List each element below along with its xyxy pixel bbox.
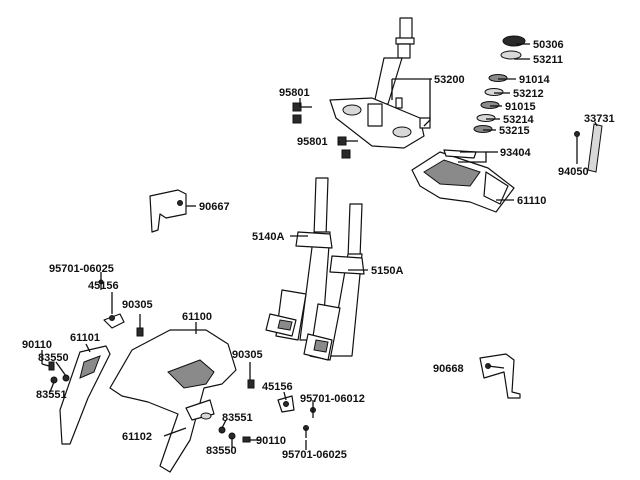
clip-93404 (443, 149, 477, 159)
label-5150A: 5150A (371, 265, 403, 277)
label-91015: 91015 (505, 101, 536, 113)
front-fender (109, 329, 237, 473)
label-95801-lower: 95801 (297, 136, 328, 148)
side-cover (59, 345, 111, 445)
bolt-95801-lower (337, 136, 358, 159)
label-95701-06025-top: 95701-06025 (49, 263, 114, 275)
label-95801-upper: 95801 (279, 87, 310, 99)
label-61102: 61102 (122, 431, 152, 443)
label-53214: 53214 (503, 114, 534, 126)
label-45156-top: 45156 (88, 280, 119, 292)
bolt-95801-upper (292, 102, 312, 124)
label-83551-right: 83551 (222, 412, 253, 424)
pin-94050 (574, 131, 580, 160)
rubber-33731 (587, 123, 603, 173)
label-61101: 61101 (70, 332, 100, 344)
fastener-90305-top (136, 327, 144, 337)
fastener-90305-right (247, 379, 255, 389)
label-45156-right: 45156 (262, 381, 293, 393)
fork-leg-right (303, 203, 365, 361)
steering-cover (411, 151, 515, 213)
label-90110-right: 90110 (256, 435, 286, 447)
fastener-95701-bottom (303, 425, 309, 438)
bracket-90668 (479, 353, 521, 399)
label-61100: 61100 (182, 311, 212, 323)
leader-lines (41, 43, 598, 450)
fastener-90110-right (242, 436, 251, 443)
label-83551-left: 83551 (36, 389, 67, 401)
bearing-stack (473, 35, 526, 133)
bracket-90667 (149, 189, 187, 233)
label-83550-left: 83550 (38, 352, 69, 364)
steering-stem (329, 17, 431, 149)
label-90667: 90667 (199, 201, 230, 213)
label-53211: 53211 (533, 54, 563, 66)
label-91014: 91014 (519, 74, 550, 86)
label-83550-right: 83550 (206, 445, 237, 457)
fastener-45156-top (103, 313, 125, 329)
label-90305-top: 90305 (122, 299, 153, 311)
label-61110: 61110 (517, 195, 546, 207)
label-90305-right: 90305 (232, 349, 263, 361)
label-53212: 53212 (513, 88, 544, 100)
label-93404: 93404 (500, 147, 531, 159)
label-5140A: 5140A (252, 231, 284, 243)
label-90668: 90668 (433, 363, 464, 375)
label-95701-06012: 95701-06012 (300, 393, 365, 405)
fastener-45156-right (277, 395, 295, 413)
label-53215: 53215 (499, 125, 530, 137)
label-94050: 94050 (558, 166, 589, 178)
label-53200: 53200 (434, 74, 465, 86)
label-50306: 50306 (533, 39, 564, 51)
label-95701-06025-bottom: 95701-06025 (282, 449, 347, 461)
label-33731: 33731 (584, 113, 615, 125)
label-90110-left: 90110 (22, 339, 52, 351)
